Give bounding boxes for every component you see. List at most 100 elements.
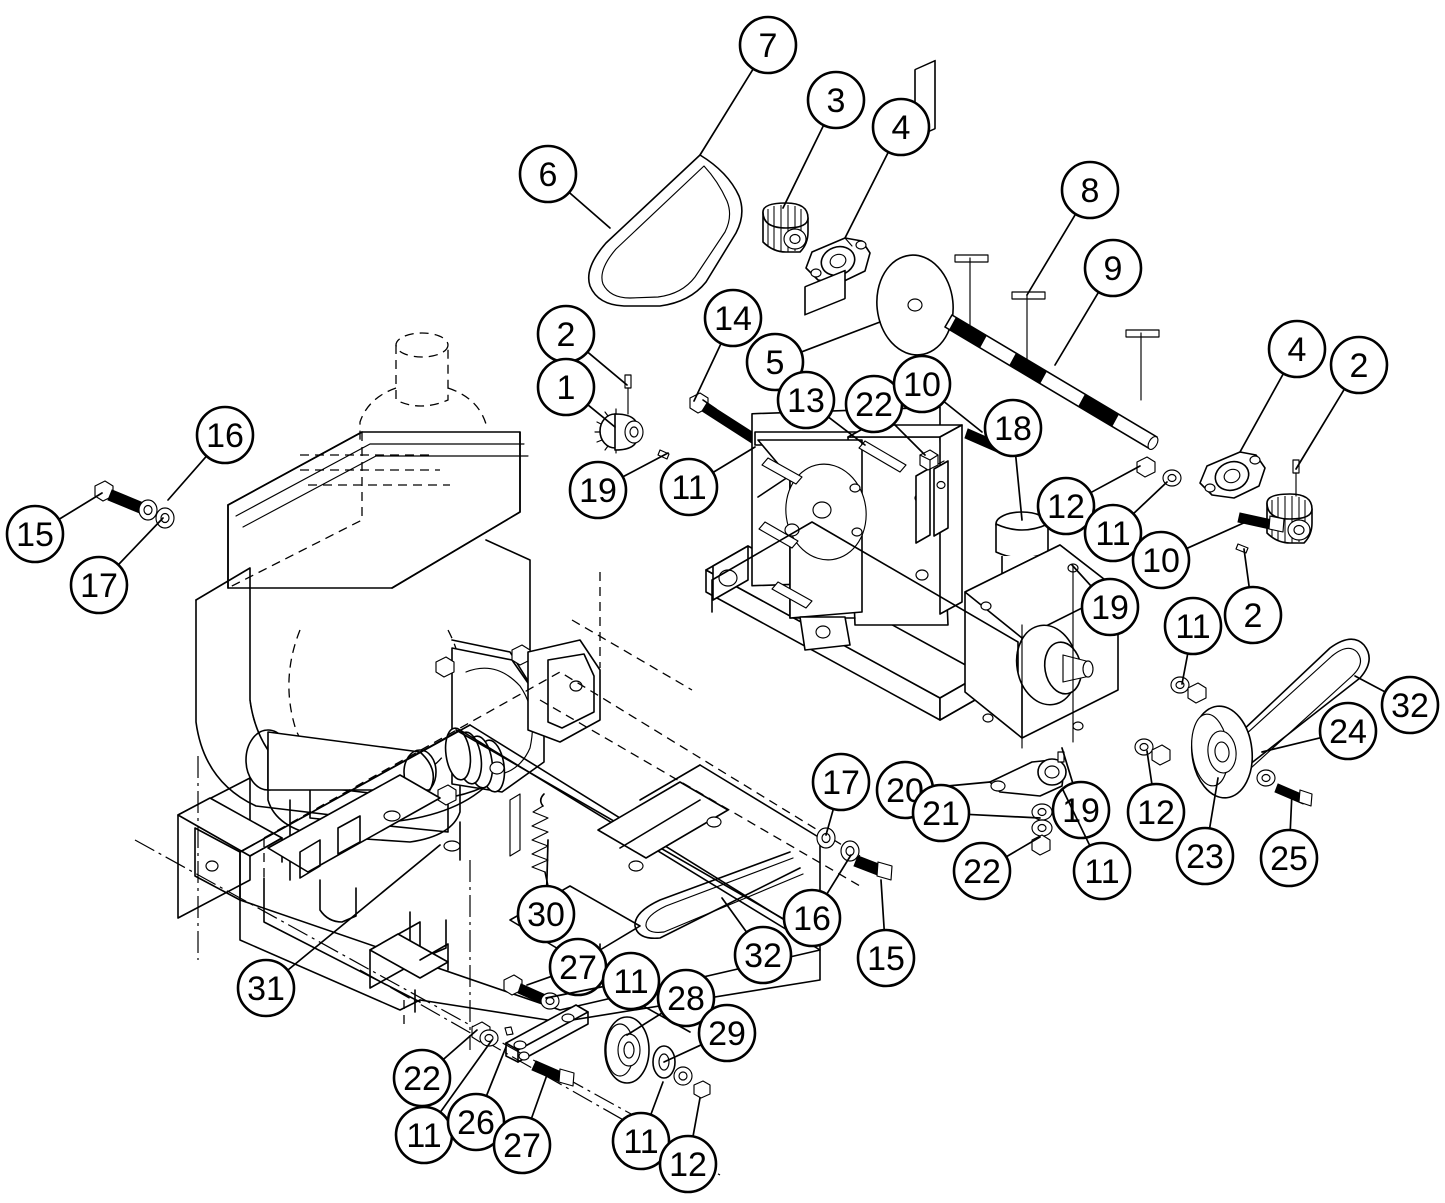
balloon-circle[interactable] [892,354,952,414]
callout-15[interactable]: 15 [5,492,103,564]
balloon-circle[interactable] [1329,335,1389,395]
callout-3[interactable]: 3 [782,70,866,209]
balloon-circle[interactable] [5,504,65,564]
balloon-circle[interactable] [1175,826,1235,886]
balloon-circle[interactable] [1223,585,1283,645]
balloon-circle[interactable] [703,288,763,348]
callout-28[interactable]: 28 [626,968,716,1036]
balloon-circle[interactable] [856,928,916,988]
balloon-circle[interactable] [1080,577,1140,637]
callout-27[interactable]: 27 [492,1071,552,1175]
balloon-circle[interactable] [601,951,661,1011]
callout-21[interactable]: 21 [911,783,1041,843]
balloon-circle[interactable] [952,841,1012,901]
callout-19[interactable]: 19 [1071,564,1140,637]
callout-24[interactable]: 24 [1261,701,1378,761]
callout-12[interactable]: 12 [1126,750,1186,842]
callout-12[interactable]: 12 [658,1097,718,1194]
callout-11[interactable]: 11 [1062,789,1132,901]
callout-17[interactable]: 17 [811,752,871,836]
callout-11[interactable]: 11 [394,1039,493,1165]
balloon-circle[interactable] [738,15,798,75]
callout-10[interactable]: 10 [892,354,983,433]
balloon-circle[interactable] [536,357,596,417]
balloon-circle[interactable] [516,884,576,944]
callout-13[interactable]: 13 [776,370,866,446]
callout-10[interactable]: 10 [1131,520,1249,590]
balloon-circle[interactable] [236,958,296,1018]
callout-9[interactable]: 9 [1054,238,1143,366]
balloon-circle[interactable] [811,752,871,812]
balloon-circle[interactable] [1083,503,1143,563]
callout-2[interactable]: 2 [536,304,628,386]
balloon-circle[interactable] [1083,238,1143,298]
balloon-circle[interactable] [1259,828,1319,888]
callout-32[interactable]: 32 [721,897,793,985]
callout-16[interactable]: 16 [167,405,255,501]
balloon-circle[interactable] [492,1115,552,1175]
balloon-circle[interactable] [658,1134,718,1194]
balloon-circle[interactable] [1051,780,1111,840]
balloon-circle[interactable] [659,457,719,517]
callout-16[interactable]: 16 [782,854,852,948]
balloon-circle[interactable] [568,460,628,520]
callout-2[interactable]: 2 [1223,548,1283,645]
balloon-circle[interactable] [733,925,793,985]
callout-15[interactable]: 15 [856,879,916,988]
callout-18[interactable]: 18 [983,398,1043,521]
callout-8[interactable]: 8 [1026,160,1120,296]
callout-4[interactable]: 4 [1239,319,1327,453]
balloon-circle[interactable] [611,1111,671,1171]
balloon-circle[interactable] [983,398,1043,458]
callout-31[interactable]: 31 [236,844,441,1018]
callout-32[interactable]: 32 [1354,675,1440,735]
callout-12[interactable]: 12 [1036,465,1141,536]
callout-4[interactable]: 4 [844,97,931,239]
callout-22[interactable]: 22 [392,1029,478,1108]
callout-11[interactable]: 11 [1083,481,1168,563]
callout-29[interactable]: 29 [663,1003,757,1063]
balloon-circle[interactable] [1126,782,1186,842]
callout-14[interactable]: 14 [693,288,763,402]
balloon-circle[interactable] [518,144,578,204]
balloon-circle[interactable] [806,70,866,130]
balloon-circle[interactable] [1131,530,1191,590]
balloon-circle[interactable] [776,370,836,430]
callout-11[interactable]: 11 [611,1081,671,1171]
balloon-circle[interactable] [871,97,931,157]
leader-line [1354,675,1387,693]
balloon-circle[interactable] [1318,701,1378,761]
callout-30[interactable]: 30 [516,839,576,944]
callout-26[interactable]: 26 [446,1046,507,1152]
balloon-circle[interactable] [782,888,842,948]
part-hardware-left-link [471,1021,499,1047]
callout-11[interactable]: 11 [545,951,661,1011]
balloon-circle[interactable] [1060,160,1120,220]
balloon-circle[interactable] [1380,675,1440,735]
callout-22[interactable]: 22 [952,836,1041,901]
callout-2[interactable]: 2 [1295,335,1389,470]
callout-22[interactable]: 22 [844,374,926,456]
callout-5[interactable]: 5 [745,321,881,392]
callout-17[interactable]: 17 [69,517,164,615]
balloon-circle[interactable] [1267,319,1327,379]
callout-23[interactable]: 23 [1175,777,1235,886]
balloon-circle[interactable] [656,968,716,1028]
balloon-circle[interactable] [1036,476,1096,536]
balloon-circle[interactable] [911,783,971,843]
callout-6[interactable]: 6 [518,144,611,229]
balloon-circle[interactable] [195,405,255,465]
callout-19[interactable]: 19 [568,452,669,520]
balloon-circle[interactable] [697,1003,757,1063]
callout-11[interactable]: 11 [659,446,756,517]
callout-11[interactable]: 11 [1163,596,1223,685]
balloon-circle[interactable] [1072,841,1132,901]
balloon-circle[interactable] [745,332,805,392]
balloon-circle[interactable] [69,555,129,615]
callout-1[interactable]: 1 [536,357,616,428]
balloon-number: 31 [247,970,285,1008]
callout-25[interactable]: 25 [1259,791,1319,888]
callout-7[interactable]: 7 [699,15,798,156]
balloon-circle[interactable] [1163,596,1223,656]
callout-19[interactable]: 19 [1051,747,1111,840]
